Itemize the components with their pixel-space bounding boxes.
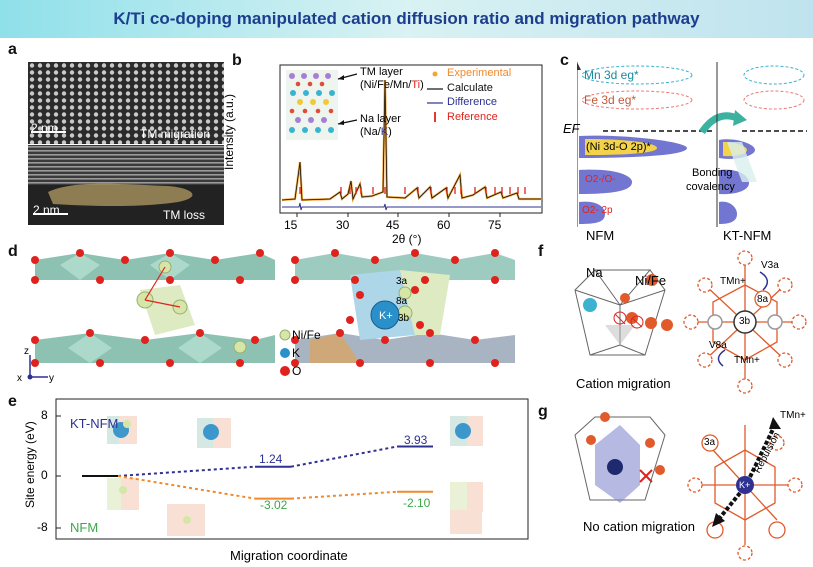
no-migration-cage [574,416,666,501]
energy-connector-nfm-2 [290,490,398,500]
xrd-ylabel: Intensity (a.u.) [222,93,236,170]
site-3b-label: 3b [398,313,410,324]
energy-chart-marks [82,445,433,500]
tm-top-label: TMn+ [720,276,746,287]
site-8a-f: 8a [757,294,769,305]
tm-migration-caption: TM migration [140,127,211,141]
panel-b-xrd-plot [279,64,543,217]
ytick-0: 0 [41,468,48,482]
panel-d-structures [27,249,515,380]
legend-k: K [292,346,301,360]
fe-eg-label: Fe 3d eg* [584,93,637,107]
repulsion-arrow-up [748,424,777,478]
value-neg-2-10: -2.10 [403,496,431,510]
panel-e-label: e [8,393,17,410]
k-label-g: K+ [739,480,751,490]
legend-o: O [292,364,302,378]
axis-y-label: y [49,373,54,384]
panel-b-label: b [232,52,242,69]
panel-a-tem-images [28,62,224,225]
ytick-neg8: -8 [37,520,48,534]
tm-layer-label: TM layer [360,66,403,78]
panel-f-label: f [538,243,544,260]
legend-calculate: Calculate [447,82,493,94]
axis-z-label: z [24,346,29,357]
panel-g-label: g [538,403,548,420]
energy-connector-kt-nfm-2 [290,445,398,468]
k-plus-label: K+ [379,310,393,322]
kt-nfm-label: KT-NFM [723,228,772,243]
ytick-8: 8 [41,408,48,422]
legend-experimental: Experimental [447,67,512,79]
figure-title: K/Ti co-doping manipulated cation diffus… [113,9,700,28]
site-3a-label: 3a [396,276,408,287]
energy-connector-kt-nfm-1 [117,465,256,477]
k-ion-large [370,300,400,330]
o2-o-label: O2-/O- [585,174,616,185]
bonding-label: Bonding [692,167,733,179]
legend-difference: Difference [447,96,497,108]
tm-bottom-label: TMn+ [734,355,760,366]
na-layer-elements: (Na/K) [360,126,392,138]
series-kt-label: KT-NFM [70,416,119,431]
panel-c-band-diagram [577,62,807,227]
tm-layer-elements: (Ni/Fe/Mn/Ti) [360,79,424,91]
panel-f-diagram [574,250,807,394]
xrd-tick-30: 30 [336,218,350,232]
o2-2p-label: O2- 2p [582,205,613,216]
xrd-tick-45: 45 [386,218,400,232]
xrd-tick-15: 15 [284,218,298,232]
xrd-xlabel: 2θ (°) [392,232,422,246]
shift-arrow [699,112,739,135]
axis-x-label: x [17,373,22,384]
scale-label-top: 2 nm [31,121,58,135]
oxygen-atoms [31,249,499,367]
v3a-label: V3a [761,260,779,271]
energy-connector-nfm-1 [117,475,256,500]
tm-label-g: TMn+ [780,410,806,421]
no-cation-migration-caption: No cation migration [583,519,695,534]
legend-reference: Reference [447,111,498,123]
xrd-tick-60: 60 [437,218,451,232]
nife-label-f: Ni/Fe [635,273,667,288]
cation-cage [574,269,666,356]
na-label: Na [586,265,603,280]
calculated-pattern [281,79,541,201]
series-nfm-label: NFM [70,520,99,535]
panel-c-label: c [560,52,569,69]
panel-e-energy-plot [55,398,529,540]
site-3a-g: 3a [704,437,716,448]
xrd-tick-75: 75 [488,218,502,232]
scale-label-bottom: 2 nm [33,203,60,217]
panel-d-label: d [8,243,18,260]
panel-g-diagram [574,412,803,561]
crystal-structure-inset [286,70,338,140]
tm-loss-highlight [48,183,193,206]
site-3b-f: 3b [739,316,751,327]
legend-nife: Ni/Fe [292,328,321,342]
na-layer-label: Na layer [360,113,401,125]
v8a-label: V8a [709,340,727,351]
ni-o-band-label: (Ni 3d-O 2p)* [586,141,651,153]
energy-ylabel: Site energy (eV) [23,421,37,508]
difference-curve [282,202,541,211]
reference-ticks [299,187,526,194]
mn-eg-label: Mn 3d eg* [584,68,639,82]
site-8a-label: 8a [396,296,408,307]
tm-loss-caption: TM loss [163,208,205,222]
fermi-label: EF [563,121,580,136]
value-1-24: 1.24 [259,452,283,466]
cation-migration-caption: Cation migration [576,376,671,391]
covalency-label: covalency [686,181,735,193]
value-3-93: 3.93 [404,433,428,447]
energy-xlabel: Migration coordinate [230,548,348,563]
nfm-label: NFM [586,228,615,243]
panel-a-label: a [8,41,17,58]
value-neg-3-02: -3.02 [260,498,288,512]
tem-image-top [28,62,224,144]
title-banner [0,0,813,38]
